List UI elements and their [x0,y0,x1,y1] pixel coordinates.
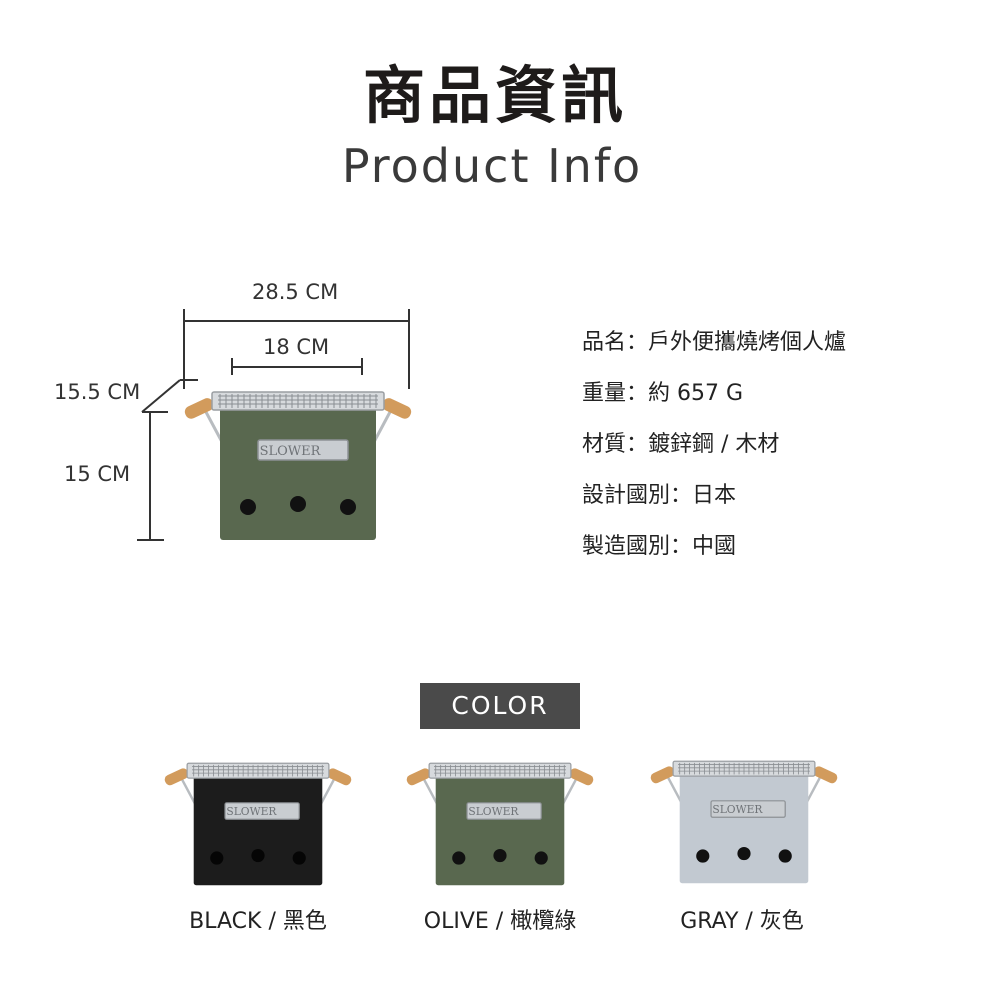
handle-left-icon [164,768,189,786]
variant-olive-label: OLIVE / 橄欖綠 [423,909,577,934]
handle-right-icon [327,768,352,786]
plate-text: SLOWER [260,444,322,459]
body-height-label: 15 CM [64,462,131,486]
plate-text: SLOWER [468,805,519,818]
outer-width-label: 28.5 CM [252,280,339,304]
plate-text: SLOWER [226,805,277,818]
handle-right-icon [382,398,412,419]
handle-right-icon [813,766,838,784]
page-title-en: Product Info [341,139,643,193]
spec-weight: 重量：約 657 G [582,381,744,406]
grill-height-label: 15.5 CM [54,380,141,404]
handle-left-icon [184,398,214,419]
inner-width-label: 18 CM [263,335,330,359]
variant-black-label: BLACK / 黑色 [189,909,327,934]
outer-width-line [183,320,410,322]
spec-material: 材質：鍍鋅鋼 / 木材 [582,432,780,457]
page-title-zh: 商品資訊 [362,59,627,132]
height-lines [137,379,198,541]
outer-width-tick-left [183,309,185,389]
spec-list: 品名：戶外便攜燒烤個人爐 重量：約 657 G 材質：鍍鋅鋼 / 木材 設計國別… [582,326,846,581]
main-stove-image: SLOWER [184,391,412,540]
plate-text: SLOWER [712,803,763,816]
inner-width-tick-left [231,358,233,375]
variant-black-image: SLOWER [164,762,352,886]
variant-gray-image: SLOWER [650,760,838,884]
spec-made-in: 製造國別：中國 [582,534,737,559]
spec-name: 品名：戶外便攜燒烤個人爐 [582,330,847,355]
variant-gray-label: GRAY / 灰色 [680,909,804,934]
outer-width-tick-right [408,309,410,389]
handle-left-icon [406,768,431,786]
spec-design-origin: 設計國別：日本 [582,483,737,508]
handle-left-icon [650,766,675,784]
variant-olive-image: SLOWER [406,762,594,886]
inner-width-line [231,366,363,368]
color-section-tag: COLOR [420,683,580,729]
handle-right-icon [569,768,594,786]
inner-width-tick-right [361,358,363,375]
